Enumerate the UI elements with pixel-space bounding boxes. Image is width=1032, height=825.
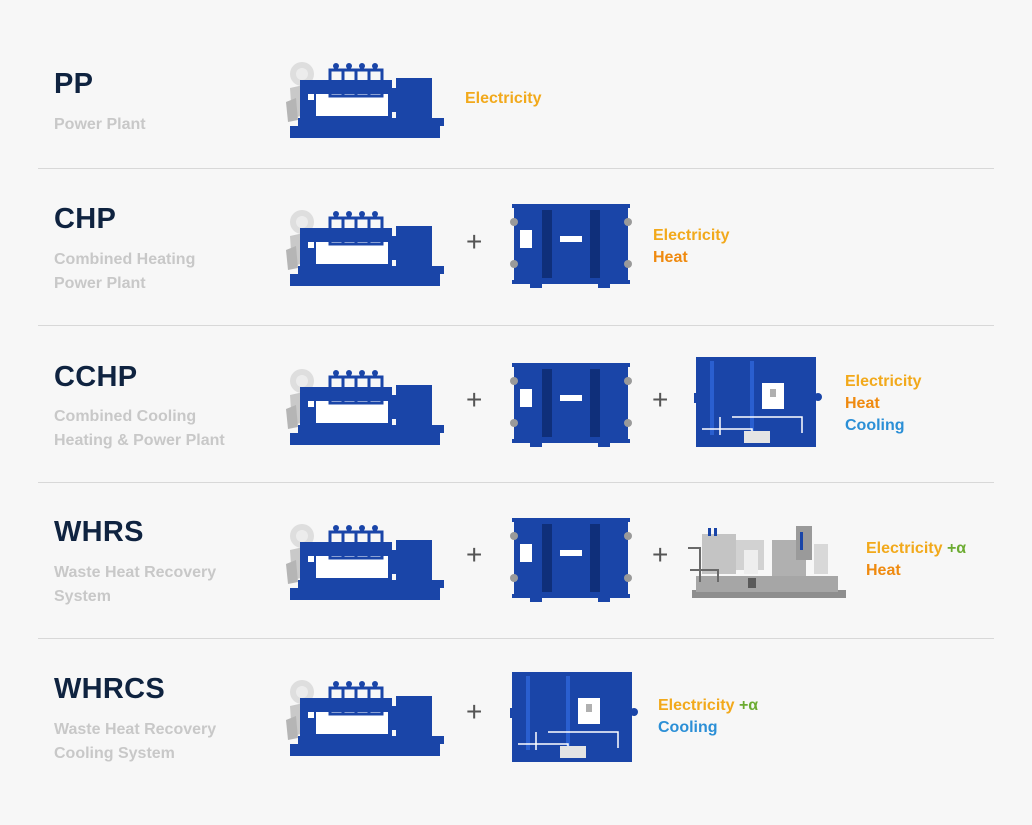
system-code: CHP [54,203,117,235]
output-electricity: Electricity [465,90,542,107]
system-description: Power Plant [54,116,146,133]
outputs-list: Electricity Heat [653,225,729,269]
heat-exchanger-icon [510,363,632,447]
output-electricity-alpha: Electricity +α [866,540,967,557]
output-electricity: Electricity [845,373,922,390]
heat-exchanger-icon [510,204,632,288]
plus-sign: + [466,384,483,415]
system-code: WHRCS [54,673,166,705]
system-description: Waste Heat Recovery System [54,564,217,605]
generator-engine-icon [284,208,446,288]
system-code: CCHP [54,361,138,393]
row-divider [38,482,994,483]
system-code: WHRS [54,516,144,548]
outputs-list: Electricity Heat Cooling [845,371,921,437]
plus-sign: + [466,226,483,257]
heat-exchanger-icon [510,518,632,602]
orc-turbine-icon [687,525,847,599]
plus-sign: + [652,539,669,570]
system-code: PP [54,68,94,100]
plus-sign: + [466,539,483,570]
plus-sign: + [466,696,483,727]
output-cooling: Cooling [845,417,905,434]
system-row-whrs: WHRS Waste Heat Recovery System + + Elec… [38,482,994,639]
output-heat: Heat [653,249,688,266]
row-divider [38,168,994,169]
output-heat: Heat [845,395,880,412]
system-row-whrcs: WHRCS Waste Heat Recovery Cooling System… [38,638,994,825]
generator-engine-icon [284,60,446,140]
absorption-chiller-icon [693,356,823,448]
generator-engine-icon [284,678,446,758]
outputs-list: Electricity +α Cooling [658,695,758,739]
generator-engine-icon [284,367,446,447]
plus-sign: + [652,384,669,415]
system-description: Combined Heating Power Plant [54,251,196,292]
row-divider [38,638,994,639]
system-row-cchp: CCHP Combined Cooling Heating & Power Pl… [38,325,994,482]
absorption-chiller-icon [509,671,639,763]
output-electricity: Electricity [653,227,730,244]
system-description: Combined Cooling Heating & Power Plant [54,408,225,449]
system-description: Waste Heat Recovery Cooling System [54,721,217,762]
outputs-list: Electricity +α Heat [866,538,966,582]
output-electricity-alpha: Electricity +α [658,697,759,714]
row-divider [38,325,994,326]
output-heat: Heat [866,562,901,579]
system-row-chp: CHP Combined Heating Power Plant + Elect… [38,168,994,325]
system-row-pp: PP Power Plant Electricity [38,0,994,168]
generator-engine-icon [284,522,446,602]
outputs-list: Electricity [465,88,541,110]
output-cooling: Cooling [658,719,718,736]
